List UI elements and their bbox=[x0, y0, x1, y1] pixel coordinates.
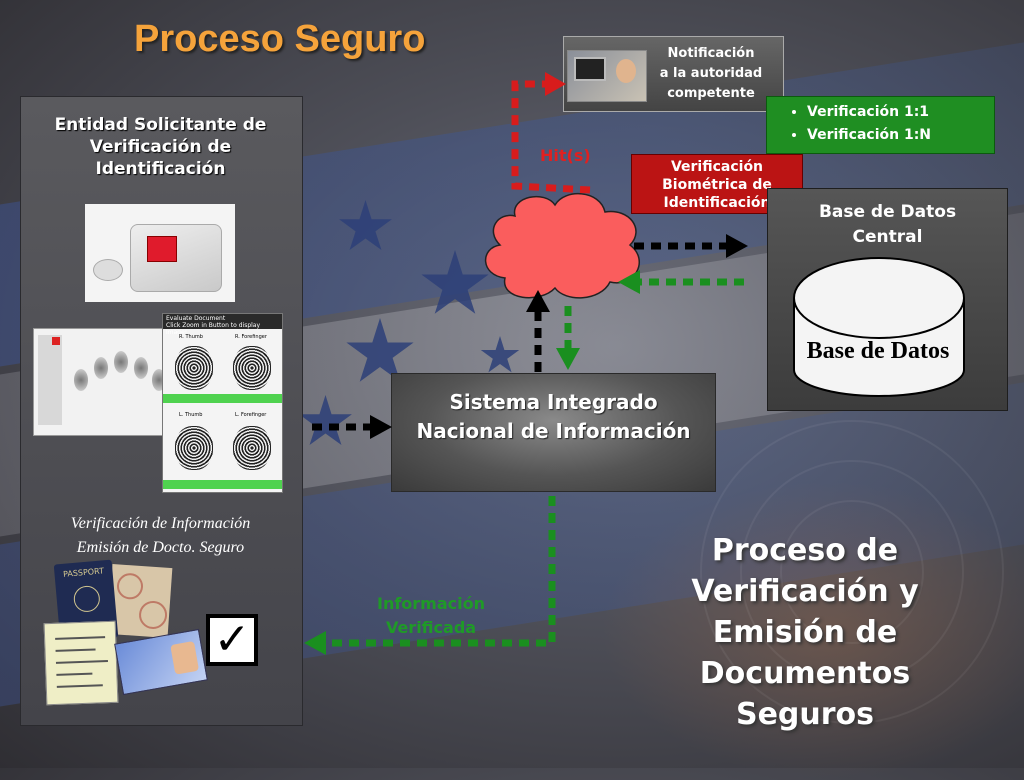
status-bar bbox=[163, 480, 282, 489]
scanner-glass bbox=[147, 236, 177, 262]
process-caption-line: Seguros bbox=[735, 697, 875, 732]
evaluate-header-line: Click Zoom in Button to display Image! bbox=[166, 322, 261, 336]
notification-text: Notificación a la autoridad competente bbox=[643, 44, 779, 104]
system-line: Nacional de Información bbox=[416, 419, 691, 443]
authority-photo bbox=[567, 50, 647, 102]
information-verification-caption: Verificación de Información Emisión de D… bbox=[28, 512, 293, 560]
heading-line: Verificación de bbox=[89, 137, 232, 157]
person-icon bbox=[616, 59, 636, 83]
biometric-line: Identificación bbox=[663, 195, 771, 211]
software-red-marker bbox=[52, 337, 60, 345]
fingerprint-blot bbox=[134, 357, 148, 379]
database-to-cloud-arrow bbox=[618, 270, 744, 294]
checkmark-icon: ✓ bbox=[206, 614, 258, 666]
verified-information-return-arrow bbox=[304, 496, 556, 655]
verification-type-item: Verificación 1:1 bbox=[807, 101, 994, 124]
biometric-line: Biométrica de bbox=[662, 177, 772, 193]
background-fingerprint-ring bbox=[740, 460, 964, 684]
central-database-title: Base de Datos Central bbox=[767, 200, 1008, 250]
fingerprint-blot bbox=[114, 351, 128, 373]
heading-line: Identificación bbox=[95, 159, 226, 179]
software-sidebar bbox=[38, 335, 62, 425]
network-cloud-icon bbox=[484, 192, 640, 299]
database-title-line: Central bbox=[852, 227, 923, 247]
requesting-entity-heading: Entidad Solicitante de Verificación de I… bbox=[28, 114, 293, 180]
database-cylinder-icon bbox=[793, 257, 965, 397]
notification-line: competente bbox=[667, 86, 755, 101]
page-title: Proceso Seguro bbox=[134, 18, 426, 60]
database-cylinder-label: Base de Datos bbox=[806, 338, 950, 364]
verified-line: Verificada bbox=[385, 618, 477, 637]
process-caption-line: Documentos bbox=[699, 656, 911, 691]
biometric-line: Verificación bbox=[670, 159, 764, 175]
entity-to-system-arrow bbox=[312, 415, 392, 439]
national-information-system-box bbox=[391, 373, 716, 492]
national-information-system-label: Sistema Integrado Nacional de Informació… bbox=[391, 388, 716, 446]
heading-line: Entidad Solicitante de bbox=[54, 115, 267, 135]
caption-line: Verificación de Información bbox=[70, 515, 251, 532]
process-caption-line: Proceso de bbox=[711, 533, 899, 568]
fingerprint-thumb-right bbox=[175, 346, 213, 390]
fingerprint-blot bbox=[74, 369, 88, 391]
notification-line: Notificación bbox=[667, 46, 755, 61]
database-title-line: Base de Datos bbox=[818, 202, 957, 222]
status-bar bbox=[163, 394, 282, 403]
finger-label: R. Thumb bbox=[179, 334, 203, 340]
evaluate-document-window: Evaluate Document Click Zoom in Button t… bbox=[162, 313, 283, 493]
finger-label: R. Forefinger bbox=[235, 334, 267, 340]
verified-information-label: Información Verificada bbox=[346, 592, 516, 640]
process-caption-line: Verificación y bbox=[691, 574, 919, 609]
process-caption-line: Emisión de bbox=[712, 615, 898, 650]
finger-label: L. Thumb bbox=[179, 412, 203, 418]
background-fingerprint-ring bbox=[700, 420, 1004, 724]
monitor-icon bbox=[574, 57, 606, 81]
hits-label: Hit(s) bbox=[540, 146, 591, 165]
fingerprint-forefinger-right bbox=[233, 346, 271, 390]
verification-type-item: Verificación 1:N bbox=[807, 124, 994, 147]
fingerprint-blot bbox=[94, 357, 108, 379]
background-fingerprint-ring bbox=[780, 500, 924, 644]
evaluate-window-header: Evaluate Document Click Zoom in Button t… bbox=[163, 314, 282, 336]
system-to-cloud-arrow bbox=[526, 290, 550, 372]
finger-label: L. Forefinger bbox=[235, 412, 267, 418]
fingerprint-thumb-left bbox=[175, 426, 213, 470]
caption-line: Emisión de Docto. Seguro bbox=[76, 539, 245, 556]
scanner-pad bbox=[93, 259, 123, 281]
evaluate-header-line: Evaluate Document bbox=[166, 315, 226, 322]
verification-types-box: Verificación 1:1 Verificación 1:N bbox=[766, 96, 995, 154]
fingerprint-software-window bbox=[33, 328, 168, 436]
process-caption: Proceso de Verificación y Emisión de Doc… bbox=[660, 530, 950, 735]
cloud-to-database-arrow bbox=[634, 234, 748, 258]
cloud-to-system-arrow bbox=[556, 306, 580, 370]
hits-notification-connector bbox=[511, 72, 591, 194]
system-line: Sistema Integrado bbox=[449, 390, 658, 414]
verified-line: Información bbox=[376, 594, 485, 613]
notification-line: a la autoridad bbox=[659, 66, 763, 81]
fingerprint-scanner-image bbox=[85, 204, 235, 302]
fingerprint-forefinger-left bbox=[233, 426, 271, 470]
